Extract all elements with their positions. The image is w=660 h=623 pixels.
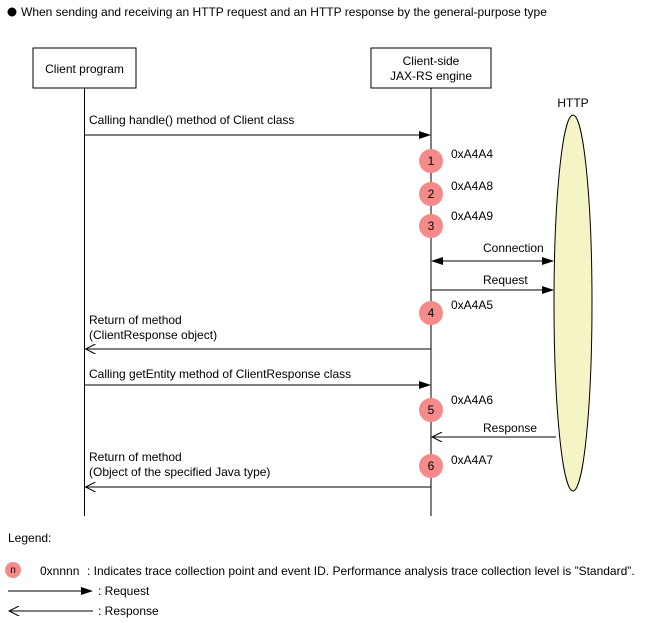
diagram-title: When sending and receiving an HTTP reque… (21, 5, 547, 19)
trace-marker-2 (419, 182, 443, 206)
call-getentity-label: Calling getEntity method of ClientRespon… (89, 367, 351, 381)
trace-point-1: 1 0xA4A4 (419, 147, 493, 173)
legend-title: Legend: (8, 531, 51, 545)
trace-marker-5 (419, 398, 443, 422)
trace-number-3: 3 (428, 219, 435, 233)
client-program-label: Client program (45, 62, 124, 76)
trace-marker-4 (419, 301, 443, 325)
trace-marker-3 (419, 214, 443, 238)
trace-number-6: 6 (428, 459, 435, 473)
call-handle-label: Calling handle() method of Client class (89, 113, 294, 127)
legend-marker-letter: n (10, 565, 16, 576)
jaxrs-engine-label-line2: JAX-RS engine (390, 69, 472, 83)
jaxrs-engine-box (370, 47, 492, 89)
trace-number-5: 5 (428, 403, 435, 417)
trace-number-2: 2 (428, 187, 435, 201)
trace-point-2: 2 0xA4A8 (419, 179, 493, 206)
trace-id-1: 0xA4A4 (451, 147, 493, 161)
response-label: Response (483, 421, 537, 435)
trace-point-4: 4 0xA4A5 (419, 298, 493, 325)
trace-id-4: 0xA4A5 (451, 298, 493, 312)
title-bullet-icon (7, 7, 17, 17)
return1-label-line2: (ClientResponse object) (89, 328, 217, 342)
jaxrs-engine-label-line1: Client-side (403, 54, 460, 68)
trace-point-3: 3 0xA4A9 (419, 209, 493, 238)
connection-label: Connection (483, 241, 544, 255)
return2-label-line2: (Object of the specified Java type) (89, 465, 270, 479)
trace-point-6: 6 0xA4A7 (419, 453, 493, 478)
return1-label-line1: Return of method (89, 313, 182, 327)
legend-event-code: 0xnnnn (40, 564, 79, 578)
request-label: Request (483, 273, 528, 287)
trace-id-6: 0xA4A7 (451, 453, 493, 467)
legend-trace-description: : Indicates trace collection point and e… (87, 564, 635, 578)
trace-marker-6 (419, 454, 443, 478)
legend-response-description: : Response (98, 604, 159, 618)
trace-point-5: 5 0xA4A6 (419, 393, 493, 422)
trace-marker-1 (419, 149, 443, 173)
trace-id-3: 0xA4A9 (451, 209, 493, 223)
trace-id-5: 0xA4A6 (451, 393, 493, 407)
trace-id-2: 0xA4A8 (451, 179, 493, 193)
return2-label-line1: Return of method (89, 450, 182, 464)
client-program-box (32, 47, 137, 89)
trace-number-1: 1 (428, 154, 435, 168)
http-label: HTTP (557, 96, 588, 110)
legend-trace-marker-icon (5, 562, 21, 578)
legend-request-description: : Request (98, 584, 150, 598)
http-ellipse (553, 114, 593, 492)
trace-number-4: 4 (428, 306, 435, 320)
